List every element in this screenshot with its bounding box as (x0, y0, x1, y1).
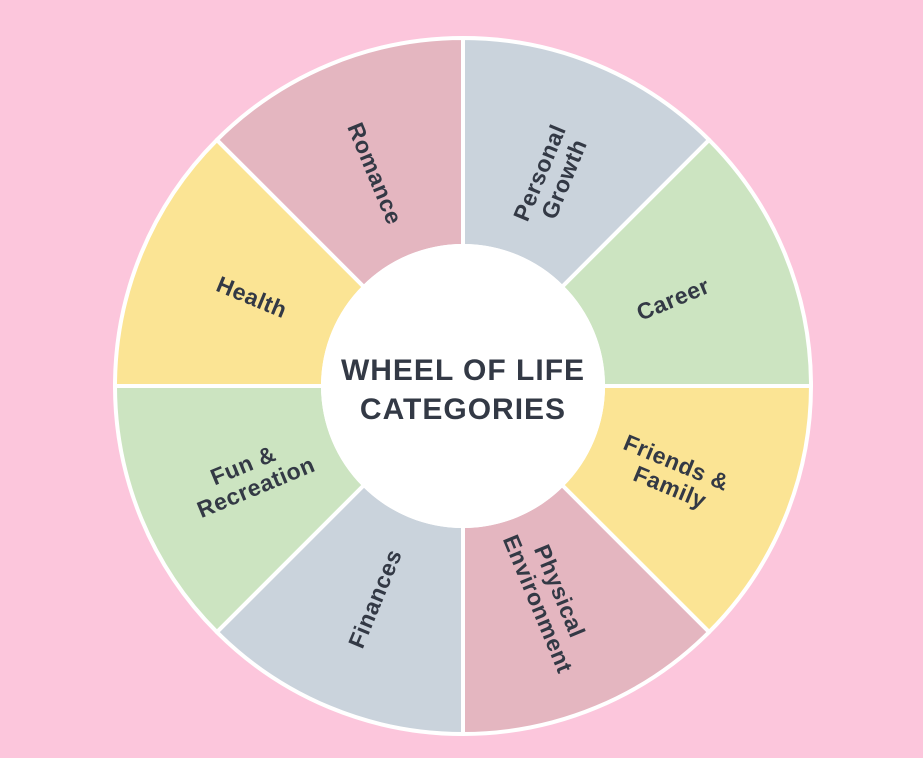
center-title-line2: CATEGORIES (360, 393, 566, 426)
center-title-line1: WHEEL OF LIFE (341, 354, 585, 387)
center-title: WHEEL OF LIFE CATEGORIES (341, 354, 585, 426)
wheel-center-circle (321, 244, 605, 528)
wheel-segments (113, 36, 813, 736)
